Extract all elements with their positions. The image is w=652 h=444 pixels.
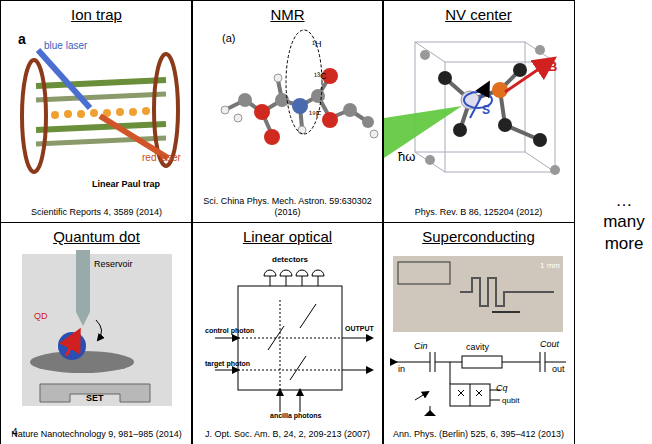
platform-panel: Ion trapScientific Reports 4, 3589 (2014… <box>0 0 193 223</box>
spin-label: S <box>482 104 490 117</box>
part-label: detectors <box>272 256 308 265</box>
part-label: QD <box>34 312 48 322</box>
nucleus-label: ¹H <box>312 40 322 50</box>
panel-title: Ion trap <box>1 6 192 23</box>
citation: Sci. China Phys. Mech. Astron. 59:630302… <box>198 196 377 218</box>
panel-letter: (a) <box>222 32 235 44</box>
output-label: OUTPUT <box>345 325 374 333</box>
laser-label: blue laser <box>44 40 87 51</box>
citation: Scientific Reports 4, 3589 (2014) <box>7 207 186 218</box>
trap-label: Linear Paul trap <box>92 180 160 190</box>
photon-label: ħω <box>398 150 415 164</box>
linear-optical-drawing <box>215 270 372 412</box>
nv-lattice-drawing <box>384 42 560 175</box>
page-number: 4 <box>12 427 18 438</box>
capacitor-label: Cq <box>496 384 508 394</box>
nucleus-label: ¹⁹F <box>309 110 321 120</box>
panel-title: Superconducting <box>383 228 574 245</box>
part-label: SET <box>86 394 104 404</box>
port-label: in <box>398 365 405 375</box>
panel-title: Quantum dot <box>1 228 192 245</box>
panel-title: NV center <box>383 6 574 23</box>
note: … many more <box>596 190 652 254</box>
capacitor-label: Cin <box>414 342 428 352</box>
field-label: B <box>548 60 557 74</box>
laser-label: red laser <box>142 152 181 163</box>
platform-panel: Quantum dotNature Nanotechnology 9, 981–… <box>0 222 193 444</box>
panel-title: Linear optical <box>192 228 383 245</box>
part-label: cavity <box>466 343 489 353</box>
quantum-dot-drawing <box>22 250 172 406</box>
citation: Phys. Rev. B 86, 125204 (2012) <box>389 207 568 218</box>
panel-title: NMR <box>192 6 383 23</box>
platform-panel: NV centerPhys. Rev. B 86, 125204 (2012) <box>382 0 575 223</box>
citation: J. Opt. Soc. Am. B, 24, 2, 209-213 (2007… <box>198 429 377 440</box>
citation: Nature Nanotechnology 9, 981–985 (2014) <box>7 429 186 440</box>
scale-label: 1 mm <box>540 262 560 271</box>
panel-letter: a <box>18 32 26 47</box>
capacitor-label: Cout <box>540 340 559 350</box>
molecule-drawing <box>221 30 378 145</box>
input-label: ancilla photons <box>270 412 321 420</box>
nucleus-label: ¹³C <box>314 72 327 82</box>
part-label: qubit <box>502 397 519 406</box>
superconducting-drawing <box>393 256 566 416</box>
platform-panel: SuperconductingAnn. Phys. (Berlin) 525, … <box>382 222 575 444</box>
platform-panel: NMR Sci. China Phys. Mech. Astron. 59:630… <box>191 0 384 223</box>
part-label: Reservoir <box>94 260 133 270</box>
port-label: out <box>552 365 565 375</box>
citation: Ann. Phys. (Berlin) 525, 6, 395–412 (201… <box>389 429 568 440</box>
input-label: control photon <box>205 327 254 335</box>
input-label: target photon <box>205 360 250 368</box>
